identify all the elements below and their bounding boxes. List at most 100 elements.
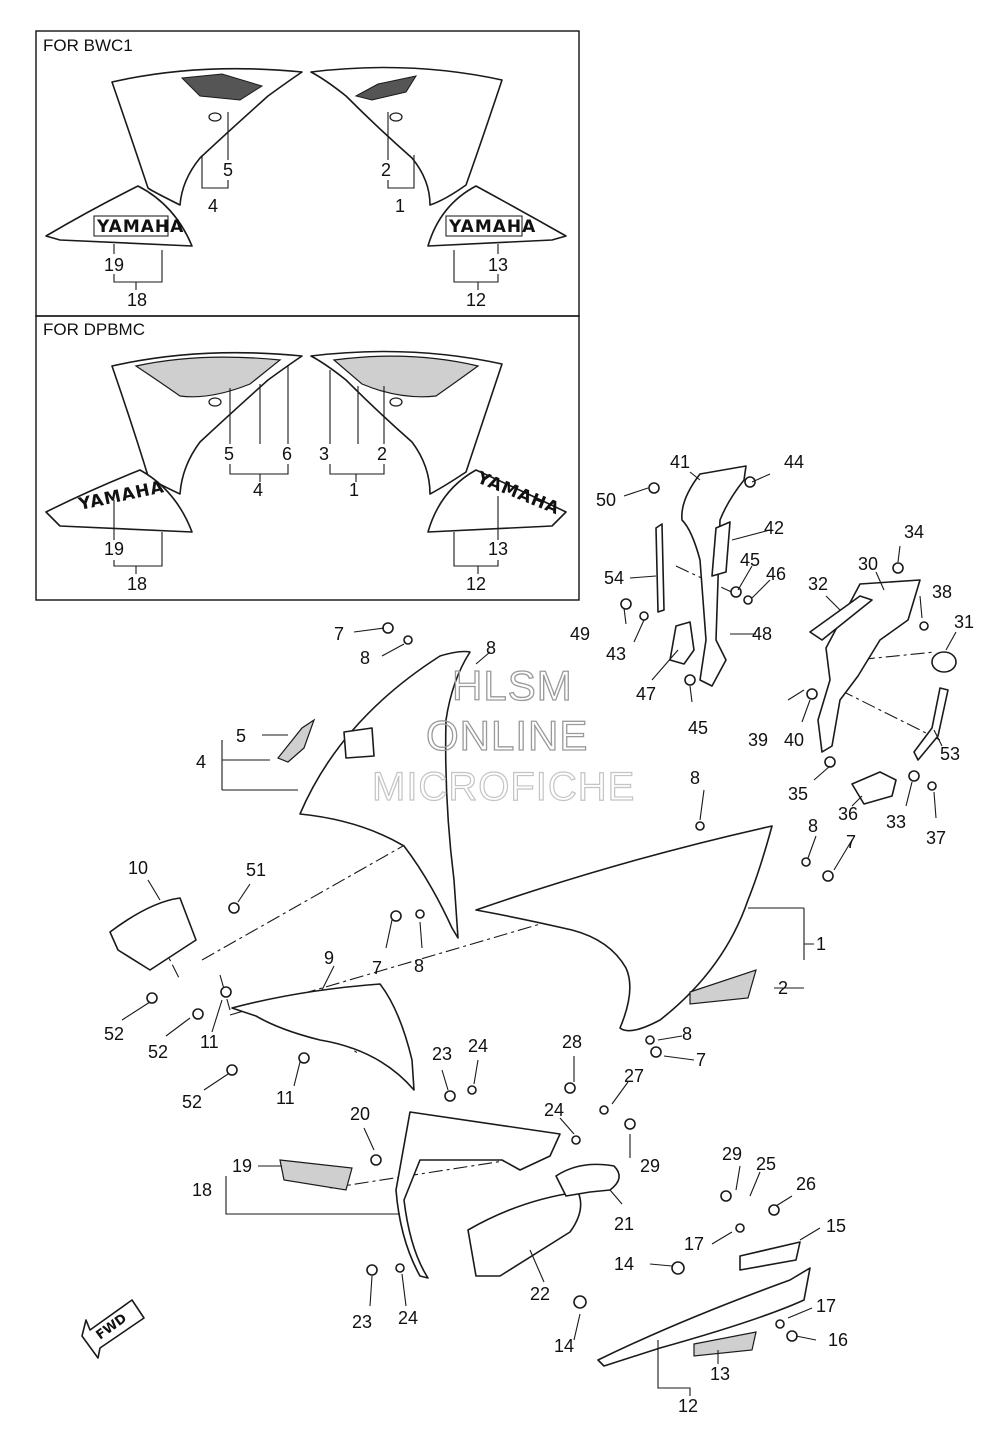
yamaha-decal-right: YAMAHA xyxy=(448,217,536,237)
r1-emblem-right xyxy=(354,75,418,101)
strip-54 xyxy=(655,523,665,613)
callout-50: 50 xyxy=(596,490,616,510)
callout-8: 8 xyxy=(690,768,700,788)
panel-9 xyxy=(231,983,415,1091)
inset-bwc1-title: FOR BWC1 xyxy=(43,36,133,55)
decal-5 xyxy=(277,718,316,763)
callout-48: 48 xyxy=(752,624,772,644)
callout-22: 22 xyxy=(530,1284,550,1304)
damper-42 xyxy=(711,521,731,577)
callout-38: 38 xyxy=(932,582,952,602)
callout-24: 24 xyxy=(544,1100,564,1120)
callout-7: 7 xyxy=(696,1050,706,1070)
watermark: HLSM ONLINE MICROFICHE xyxy=(371,661,635,809)
callout-25: 25 xyxy=(756,1154,776,1174)
callout-29: 29 xyxy=(722,1144,742,1164)
callout-39: 39 xyxy=(748,730,768,750)
callout-45: 45 xyxy=(688,718,708,738)
callout-4: 4 xyxy=(196,752,206,772)
callout-32: 32 xyxy=(808,574,828,594)
callout-46: 46 xyxy=(766,564,786,584)
bracket-36 xyxy=(851,771,897,805)
yamaha-decal-left: YAMAHA xyxy=(96,217,184,237)
callout-16: 16 xyxy=(828,1330,848,1350)
damper-15 xyxy=(739,1241,801,1271)
callout-8: 8 xyxy=(360,648,370,668)
callout-8: 8 xyxy=(808,816,818,836)
callout-1: 1 xyxy=(395,196,405,216)
inset-bwc1: FOR BWC1 YAMAHA YAMAHA 5 4 2 1 19 18 13 … xyxy=(35,30,580,317)
callout-53: 53 xyxy=(940,744,960,764)
callout-7: 7 xyxy=(334,624,344,644)
callout-18: 18 xyxy=(127,290,147,310)
callout-42: 42 xyxy=(764,518,784,538)
callout-19: 19 xyxy=(232,1156,252,1176)
callout-19: 19 xyxy=(104,539,124,559)
callout-10: 10 xyxy=(128,858,148,878)
callout-7: 7 xyxy=(846,832,856,852)
callout-36: 36 xyxy=(838,804,858,824)
callout-52: 52 xyxy=(104,1024,124,1044)
callout-21: 21 xyxy=(614,1214,634,1234)
callout-8: 8 xyxy=(414,956,424,976)
assembly-lines xyxy=(149,565,941,1189)
callout-35: 35 xyxy=(788,784,808,804)
callout-20: 20 xyxy=(350,1104,370,1124)
callout-1: 1 xyxy=(816,934,826,954)
callout-26: 26 xyxy=(796,1174,816,1194)
callout-40: 40 xyxy=(784,730,804,750)
callout-37: 37 xyxy=(926,828,946,848)
callout-14: 14 xyxy=(554,1336,574,1356)
seal-53 xyxy=(913,687,949,761)
callout-12: 12 xyxy=(466,290,486,310)
callout-12: 12 xyxy=(466,574,486,594)
callout-33: 33 xyxy=(886,812,906,832)
callout-2: 2 xyxy=(381,160,391,180)
side-cowling-1 xyxy=(475,825,773,1032)
callout-2: 2 xyxy=(778,978,788,998)
callout-1: 1 xyxy=(349,480,359,500)
callout-5: 5 xyxy=(223,160,233,180)
watermark-line-2: ONLINE xyxy=(426,712,588,759)
inset-dpbmc-title: FOR DPBMC xyxy=(43,320,145,339)
callout-23: 23 xyxy=(432,1044,452,1064)
callout-52: 52 xyxy=(182,1092,202,1112)
callout-11: 11 xyxy=(200,1032,219,1052)
callout-30: 30 xyxy=(858,554,878,574)
decal-19 xyxy=(279,1159,353,1191)
callout-52: 52 xyxy=(148,1042,168,1062)
callout-23: 23 xyxy=(352,1312,372,1332)
callout-47: 47 xyxy=(636,684,656,704)
callout-31: 31 xyxy=(954,612,974,632)
callout-11: 11 xyxy=(276,1088,295,1108)
r1-emblem-left xyxy=(180,73,264,101)
stripe-graphic-left xyxy=(134,356,282,398)
clip-47 xyxy=(669,621,695,665)
duct-10 xyxy=(109,897,197,971)
upper-side-panel-right xyxy=(310,350,503,495)
callout-18: 18 xyxy=(192,1180,212,1200)
callout-12: 12 xyxy=(678,1396,698,1416)
callout-24: 24 xyxy=(468,1036,488,1056)
callout-18: 18 xyxy=(127,574,147,594)
callout-24: 24 xyxy=(398,1308,418,1328)
callout-41: 41 xyxy=(670,452,690,472)
callout-45: 45 xyxy=(740,550,760,570)
callout-5: 5 xyxy=(224,444,234,464)
callout-13: 13 xyxy=(710,1364,730,1384)
callout-34: 34 xyxy=(904,522,924,542)
damper-21 xyxy=(555,1163,620,1197)
callout-17: 17 xyxy=(816,1296,836,1316)
duct-inner xyxy=(343,727,375,759)
damper-22 xyxy=(467,1191,582,1277)
callout-4: 4 xyxy=(208,196,218,216)
callout-29: 29 xyxy=(640,1156,660,1176)
callout-2: 2 xyxy=(377,444,387,464)
callout-3: 3 xyxy=(319,444,329,464)
stripe-graphic-right xyxy=(332,355,480,398)
r1-emblem-2 xyxy=(689,969,757,1005)
lower-side-panel-left xyxy=(45,469,193,533)
upper-side-panel-right xyxy=(310,66,503,206)
callout-8: 8 xyxy=(486,638,496,658)
callout-19: 19 xyxy=(104,255,124,275)
